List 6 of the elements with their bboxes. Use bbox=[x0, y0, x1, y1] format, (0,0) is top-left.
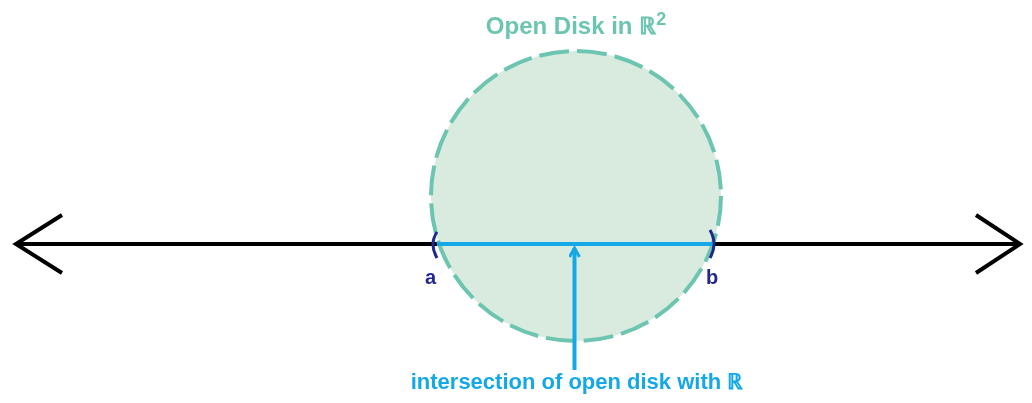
leader-arrow bbox=[568, 246, 581, 370]
endpoint-label: a bbox=[425, 266, 437, 288]
endpoint-label: b bbox=[706, 266, 719, 288]
disk-title: Open Disk in ℝ$^{2}$ bbox=[484, 12, 668, 40]
annotation-text: intersection of open disk with ℝ bbox=[409, 368, 745, 396]
interval-segment bbox=[437, 242, 712, 246]
